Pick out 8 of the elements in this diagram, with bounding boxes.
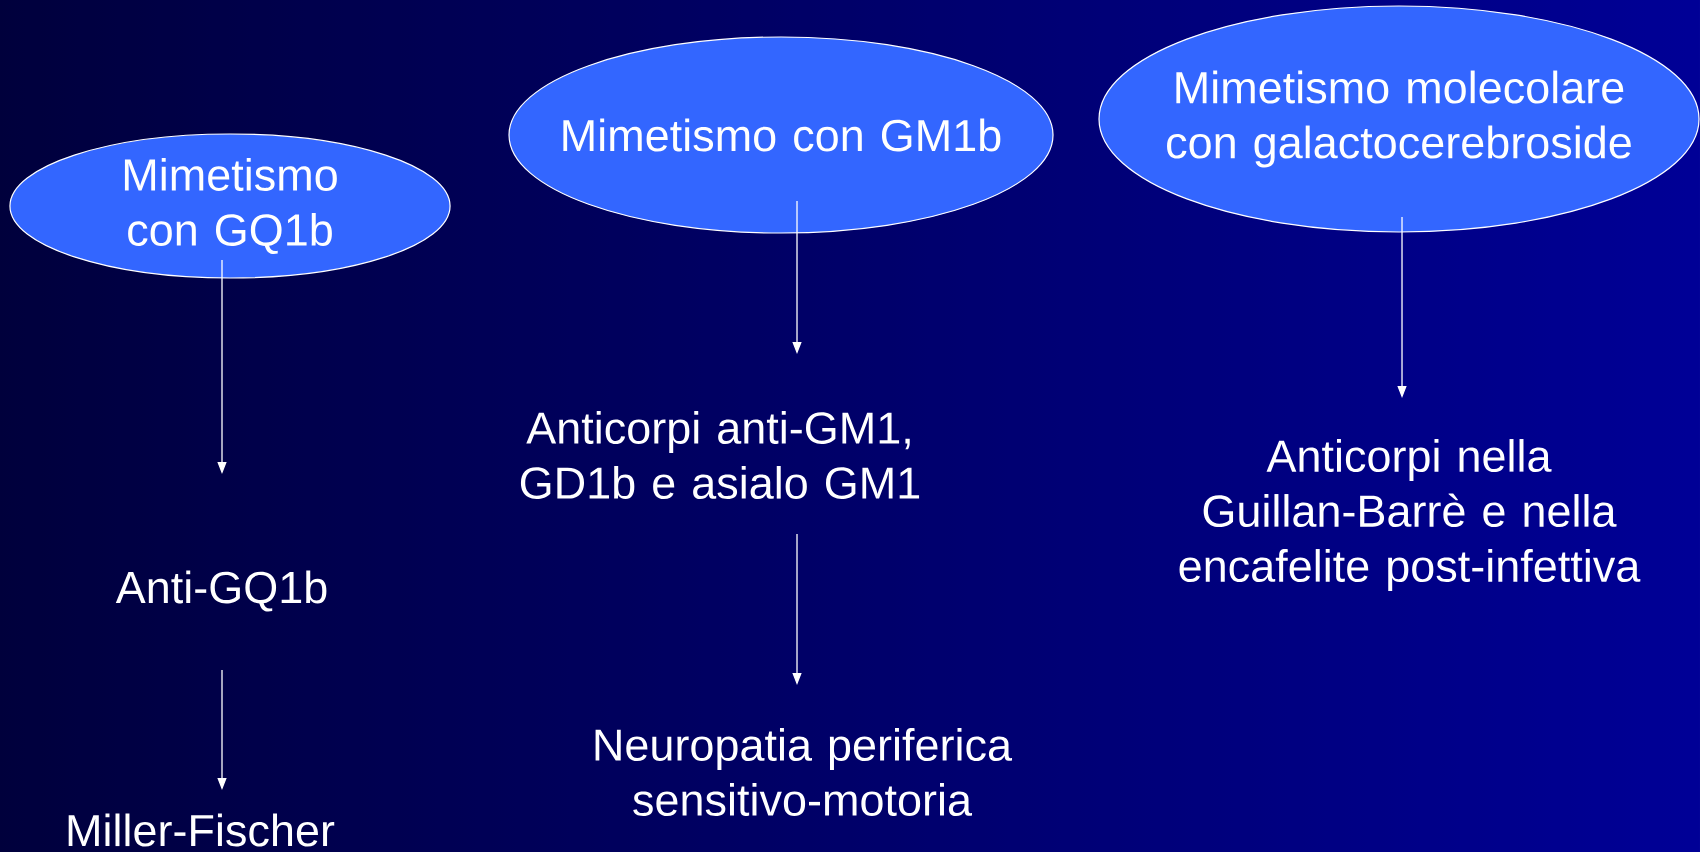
- node-text: Anti-GQ1b: [115, 570, 327, 612]
- node-text: Miller-Fischer: [68, 813, 335, 847]
- ellipse-node: Mimetismo con GQ1b: [9, 133, 451, 279]
- node-text: Anticorpi anti-GM1, GD1b e asialo GM1: [520, 411, 920, 500]
- node-text: Anticorpi nella Guillan-Barrè e nella encafelite post-infettiva: [1179, 439, 1641, 591]
- ellipse-node: Mimetismo molecolare con galactocerebroside: [1098, 5, 1700, 233]
- node-text: Neuropatia periferica sensitivo-motoria: [595, 728, 1013, 817]
- ellipse-node: Mimetismo con GM1b: [508, 36, 1054, 234]
